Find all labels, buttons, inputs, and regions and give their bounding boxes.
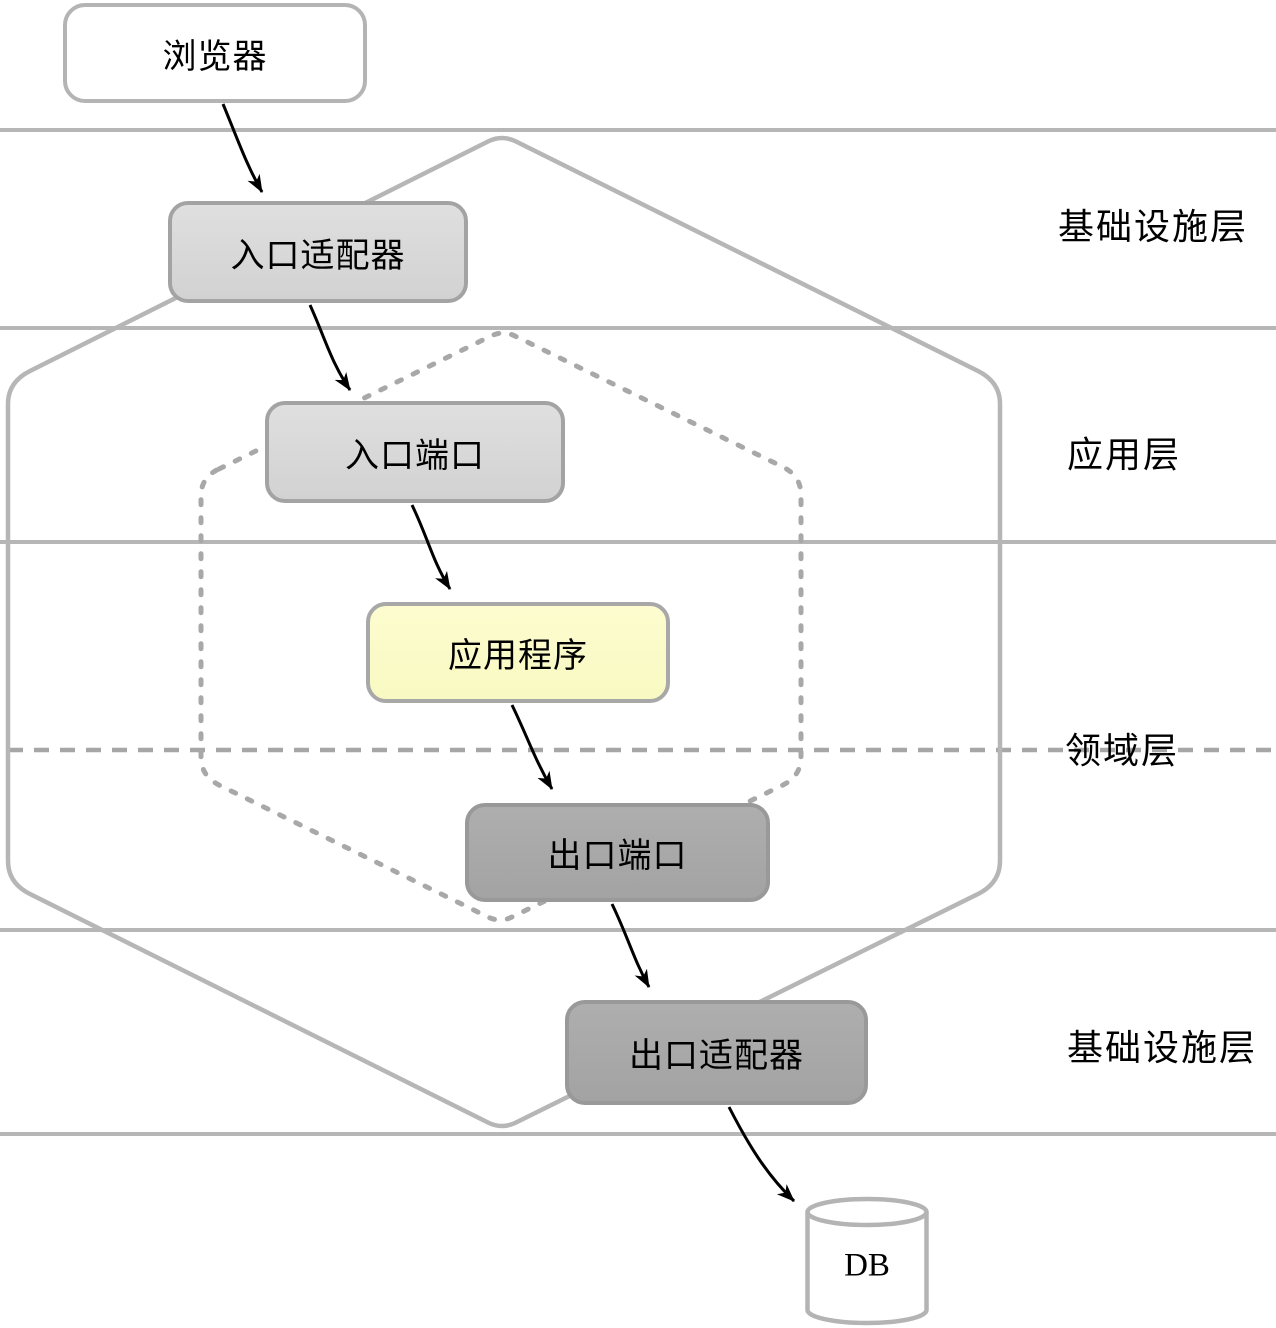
- arrow-outbound-adapter-to-db: [727, 1106, 796, 1203]
- node-db-label: DB: [844, 1247, 890, 1284]
- layer-label-application: 应用层: [1066, 434, 1182, 475]
- node-inbound-port-label: 入口端口: [345, 436, 485, 475]
- layer-label-infrastructure-bottom: 基础设施层: [1066, 1027, 1258, 1068]
- layer-label-domain: 领域层: [1064, 730, 1180, 771]
- node-outbound-adapter: 出口适配器: [565, 1000, 868, 1105]
- node-application-label: 应用程序: [448, 637, 588, 675]
- outer-hexagon-boundary: [5, 135, 1003, 1129]
- node-browser-label: 浏览器: [162, 37, 268, 76]
- arrow-browser-to-inbound-adapter: [221, 103, 264, 193]
- layer-label-infrastructure-top: 基础设施层: [1057, 206, 1249, 247]
- arrow-inbound-adapter-to-inbound-port: [308, 304, 352, 391]
- flow-arrows: [221, 103, 796, 1203]
- arrow-outbound-port-to-outbound-adapter: [610, 903, 651, 988]
- arrow-application-to-outbound-port: [510, 704, 554, 790]
- arrow-inbound-port-to-application: [410, 504, 452, 590]
- node-inbound-adapter: 入口适配器: [168, 201, 468, 303]
- node-outbound-port-label: 出口端口: [547, 837, 688, 875]
- node-browser: 浏览器: [63, 3, 367, 103]
- node-outbound-adapter-label: 出口适配器: [629, 1037, 804, 1075]
- node-outbound-port: 出口端口: [465, 803, 770, 902]
- inner-dotted-hexagon-boundary: [198, 330, 804, 923]
- layer-divider-lines: [0, 128, 1276, 1136]
- node-application: 应用程序: [366, 602, 670, 703]
- database-cylinder-icon: [805, 1196, 929, 1326]
- node-inbound-port: 入口端口: [265, 401, 565, 503]
- node-inbound-adapter-label: 入口适配器: [230, 236, 406, 275]
